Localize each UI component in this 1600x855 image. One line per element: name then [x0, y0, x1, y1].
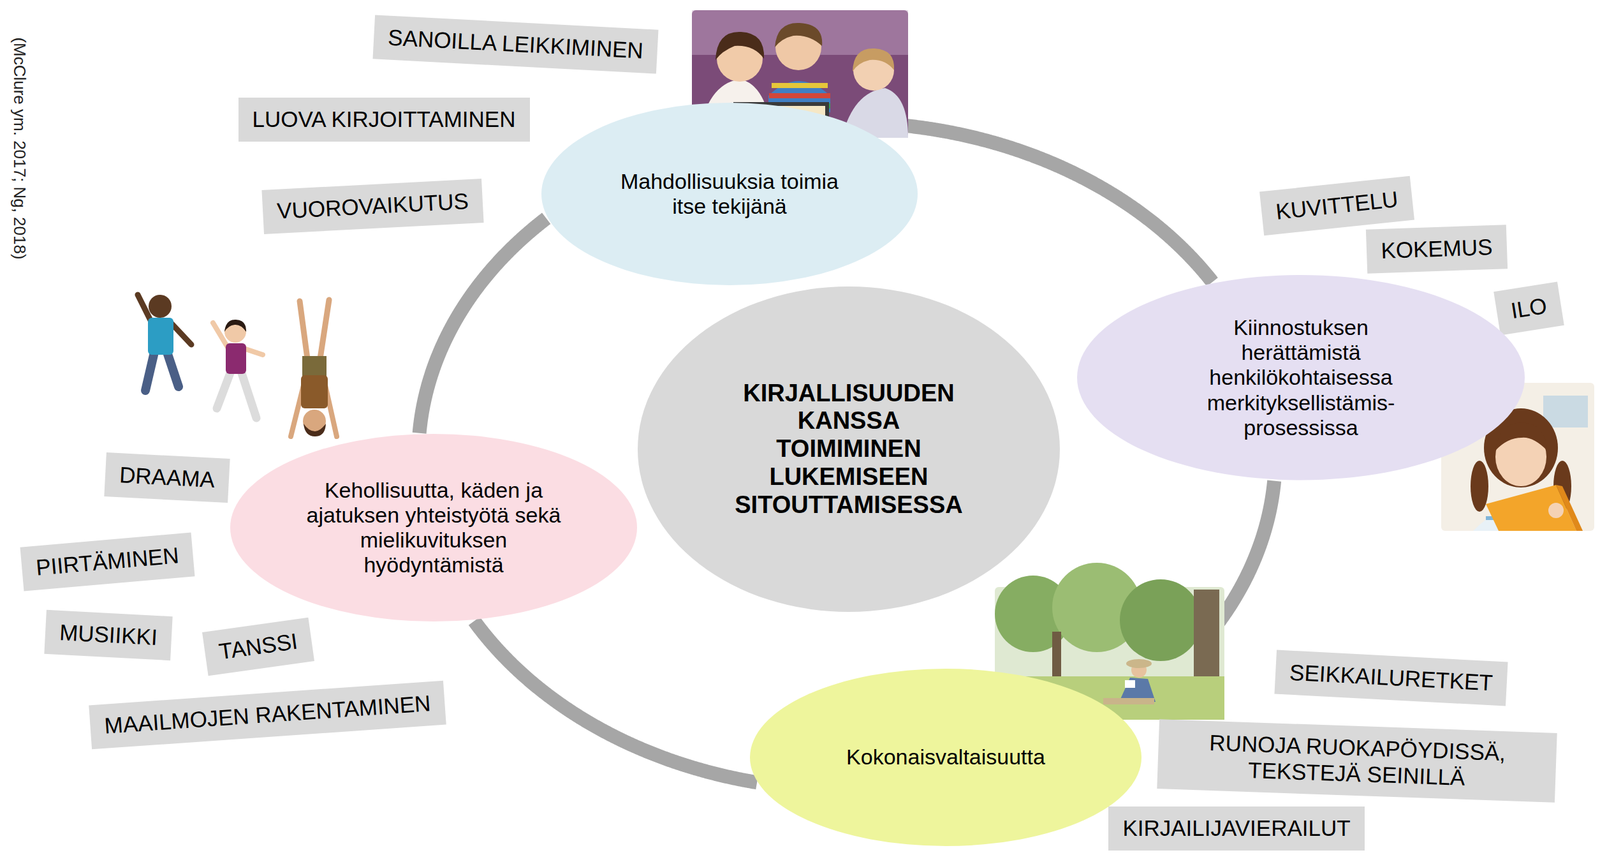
text-holder: Kiinnostuksen herättämistä henkilökohtai… — [1176, 315, 1426, 440]
keyword-box: ILO — [1493, 281, 1565, 335]
keyword-text: TANSSI — [216, 627, 300, 664]
keyword-box: KIRJAILIJAVIERAILUT — [1108, 806, 1365, 851]
theme-ellipse: Mahdollisuuksia toimia itse tekijänä — [540, 102, 919, 286]
keyword-box: DRAAMA — [103, 451, 230, 502]
ellipse-fill — [230, 433, 638, 622]
text-holder: Kokonaisvaltaisuutta — [846, 744, 1046, 770]
keyword-text: DRAAMA — [118, 461, 217, 493]
text-holder: MAAILMOJEN RAKENTAMINEN — [102, 689, 432, 739]
ellipse-text: KIRJALLISUUDEN KANSSA TOIMIMINEN LUKEMIS… — [734, 379, 964, 519]
keyword-text: KUVITTELU — [1273, 186, 1400, 225]
photo-girl-reading-part — [1495, 422, 1548, 451]
text-holder: TANSSI — [216, 627, 300, 664]
photo-jumping-kids-part — [216, 371, 231, 409]
photo-jumping-kids-part — [225, 343, 247, 374]
ellipse-fill — [749, 668, 1142, 846]
keyword-box: SANOILLA LEIKKIMINEN — [372, 14, 659, 74]
photo-jumping-kids-part — [299, 300, 308, 359]
photo-girl-reading-part — [1548, 502, 1564, 518]
keyword-box: MUSIIKKI — [44, 609, 173, 660]
ellipse-fill — [1077, 274, 1525, 480]
photo-jumping-kids-part — [167, 352, 179, 387]
keyword-box: MAAILMOJEN RAKENTAMINEN — [88, 679, 446, 749]
keyword-box: SEIKKAILURETKET — [1274, 649, 1508, 706]
text-holder: KIRJALLISUUDEN KANSSA TOIMIMINEN LUKEMIS… — [734, 379, 964, 519]
text-holder: KUVITTELU — [1273, 186, 1400, 225]
ellipse-text: Kokonaisvaltaisuutta — [846, 744, 1046, 770]
ellipse-text: Kehollisuutta, käden ja ajatuksen yhteis… — [306, 477, 562, 578]
keyword-text: MUSIIKKI — [58, 619, 159, 650]
photo-children-tablet-part — [715, 31, 764, 60]
photo-park-reader-part — [1126, 658, 1152, 668]
text-holder: SEIKKAILURETKET — [1288, 659, 1494, 696]
photo-jumping-kids-part — [302, 355, 327, 377]
ellipse-fill — [541, 102, 918, 286]
keyword-box: PIIRTÄMINEN — [19, 531, 195, 591]
text-holder: RUNOJA RUOKAPÖYDISSÄ, TEKSTEJÄ SEINILLÄ — [1171, 728, 1543, 793]
keyword-box: LUOVA KIRJOITTAMINEN — [238, 97, 530, 142]
photo-jumping-kids-part — [300, 374, 328, 409]
photo-children-tablet-part — [771, 82, 828, 89]
text-holder: ILO — [1508, 292, 1549, 324]
theme-ellipse: Kehollisuutta, käden ja ajatuksen yhteis… — [229, 433, 638, 622]
keyword-text: PIIRTÄMINEN — [34, 542, 181, 581]
text-holder: VUOROVAIKUTUS — [275, 188, 470, 224]
photo-park-reader-part — [1124, 679, 1136, 688]
photo-park-reader-part — [1052, 631, 1062, 683]
source-note: (McClure ym. 2017; Ng, 2018) — [9, 36, 30, 259]
photo-jumping-kids-part — [145, 352, 155, 391]
photo-jumping-kids-part — [148, 294, 172, 318]
photo-girl-reading-part — [1543, 395, 1588, 428]
ellipse-text: Kiinnostuksen herättämistä henkilökohtai… — [1176, 315, 1426, 440]
text-holder: SANOILLA LEIKKIMINEN — [386, 24, 645, 64]
text-holder: Mahdollisuuksia toimia itse tekijänä — [614, 168, 845, 219]
text-holder: KOKEMUS — [1379, 234, 1494, 264]
ring-segment — [474, 620, 757, 782]
theme-ellipse: Kiinnostuksen herättämistä henkilökohtai… — [1076, 274, 1526, 481]
keyword-text: ILO — [1508, 292, 1549, 324]
photo-jumping-kids-part — [303, 423, 326, 437]
text-holder: LUOVA KIRJOITTAMINEN — [251, 106, 516, 133]
photo-children-tablet-part — [852, 48, 895, 72]
ellipse-text: Mahdollisuuksia toimia itse tekijänä — [614, 168, 845, 219]
text-holder: MUSIIKKI — [58, 619, 159, 650]
ring-segment — [419, 218, 547, 434]
photo-jumping-kids-part — [147, 317, 174, 355]
keyword-box: RUNOJA RUOKAPÖYDISSÄ, TEKSTEJÄ SEINILLÄ — [1156, 718, 1557, 803]
theme-ellipse: Kokonaisvaltaisuutta — [749, 667, 1143, 847]
text-holder: Kehollisuutta, käden ja ajatuksen yhteis… — [306, 477, 562, 578]
text-holder: DRAAMA — [118, 461, 217, 493]
keyword-box: VUOROVAIKUTUS — [261, 178, 484, 235]
photo-jumping-kids-part — [241, 371, 257, 418]
keyword-box: TANSSI — [202, 616, 315, 676]
theme-ellipse: KIRJALLISUUDEN KANSSA TOIMIMINEN LUKEMIS… — [637, 285, 1061, 613]
ellipse-fill — [637, 286, 1060, 612]
photo-jumping-kids-part — [170, 322, 192, 345]
photo-park-reader-part — [1119, 579, 1202, 661]
photo-jumping-kids-part — [224, 319, 247, 332]
keyword-text: KIRJAILIJAVIERAILUT — [1122, 814, 1352, 841]
photo-children-tablet-part — [774, 22, 823, 48]
photo-children-tablet-part — [769, 93, 831, 99]
keyword-text: SANOILLA LEIKKIMINEN — [386, 24, 645, 64]
keyword-box: KUVITTELU — [1259, 175, 1415, 235]
keyword-text: MAAILMOJEN RAKENTAMINEN — [102, 689, 432, 739]
photo-park-reader-part — [1103, 697, 1155, 705]
keyword-text: KOKEMUS — [1379, 234, 1494, 264]
text-holder: PIIRTÄMINEN — [34, 542, 181, 581]
photo-jumping-kids-part — [243, 348, 263, 355]
text-holder: KIRJAILIJAVIERAILUT — [1122, 814, 1352, 841]
keyword-text: SEIKKAILURETKET — [1288, 659, 1494, 696]
photo-jumping-kids — [137, 294, 337, 437]
keyword-text: RUNOJA RUOKAPÖYDISSÄ, TEKSTEJÄ SEINILLÄ — [1171, 728, 1543, 793]
photo-girl-reading-part — [1470, 460, 1489, 512]
keyword-text: LUOVA KIRJOITTAMINEN — [251, 106, 516, 133]
keyword-box: KOKEMUS — [1365, 224, 1508, 274]
photo-jumping-kids-part — [320, 299, 330, 359]
keyword-text: VUOROVAIKUTUS — [275, 188, 470, 224]
